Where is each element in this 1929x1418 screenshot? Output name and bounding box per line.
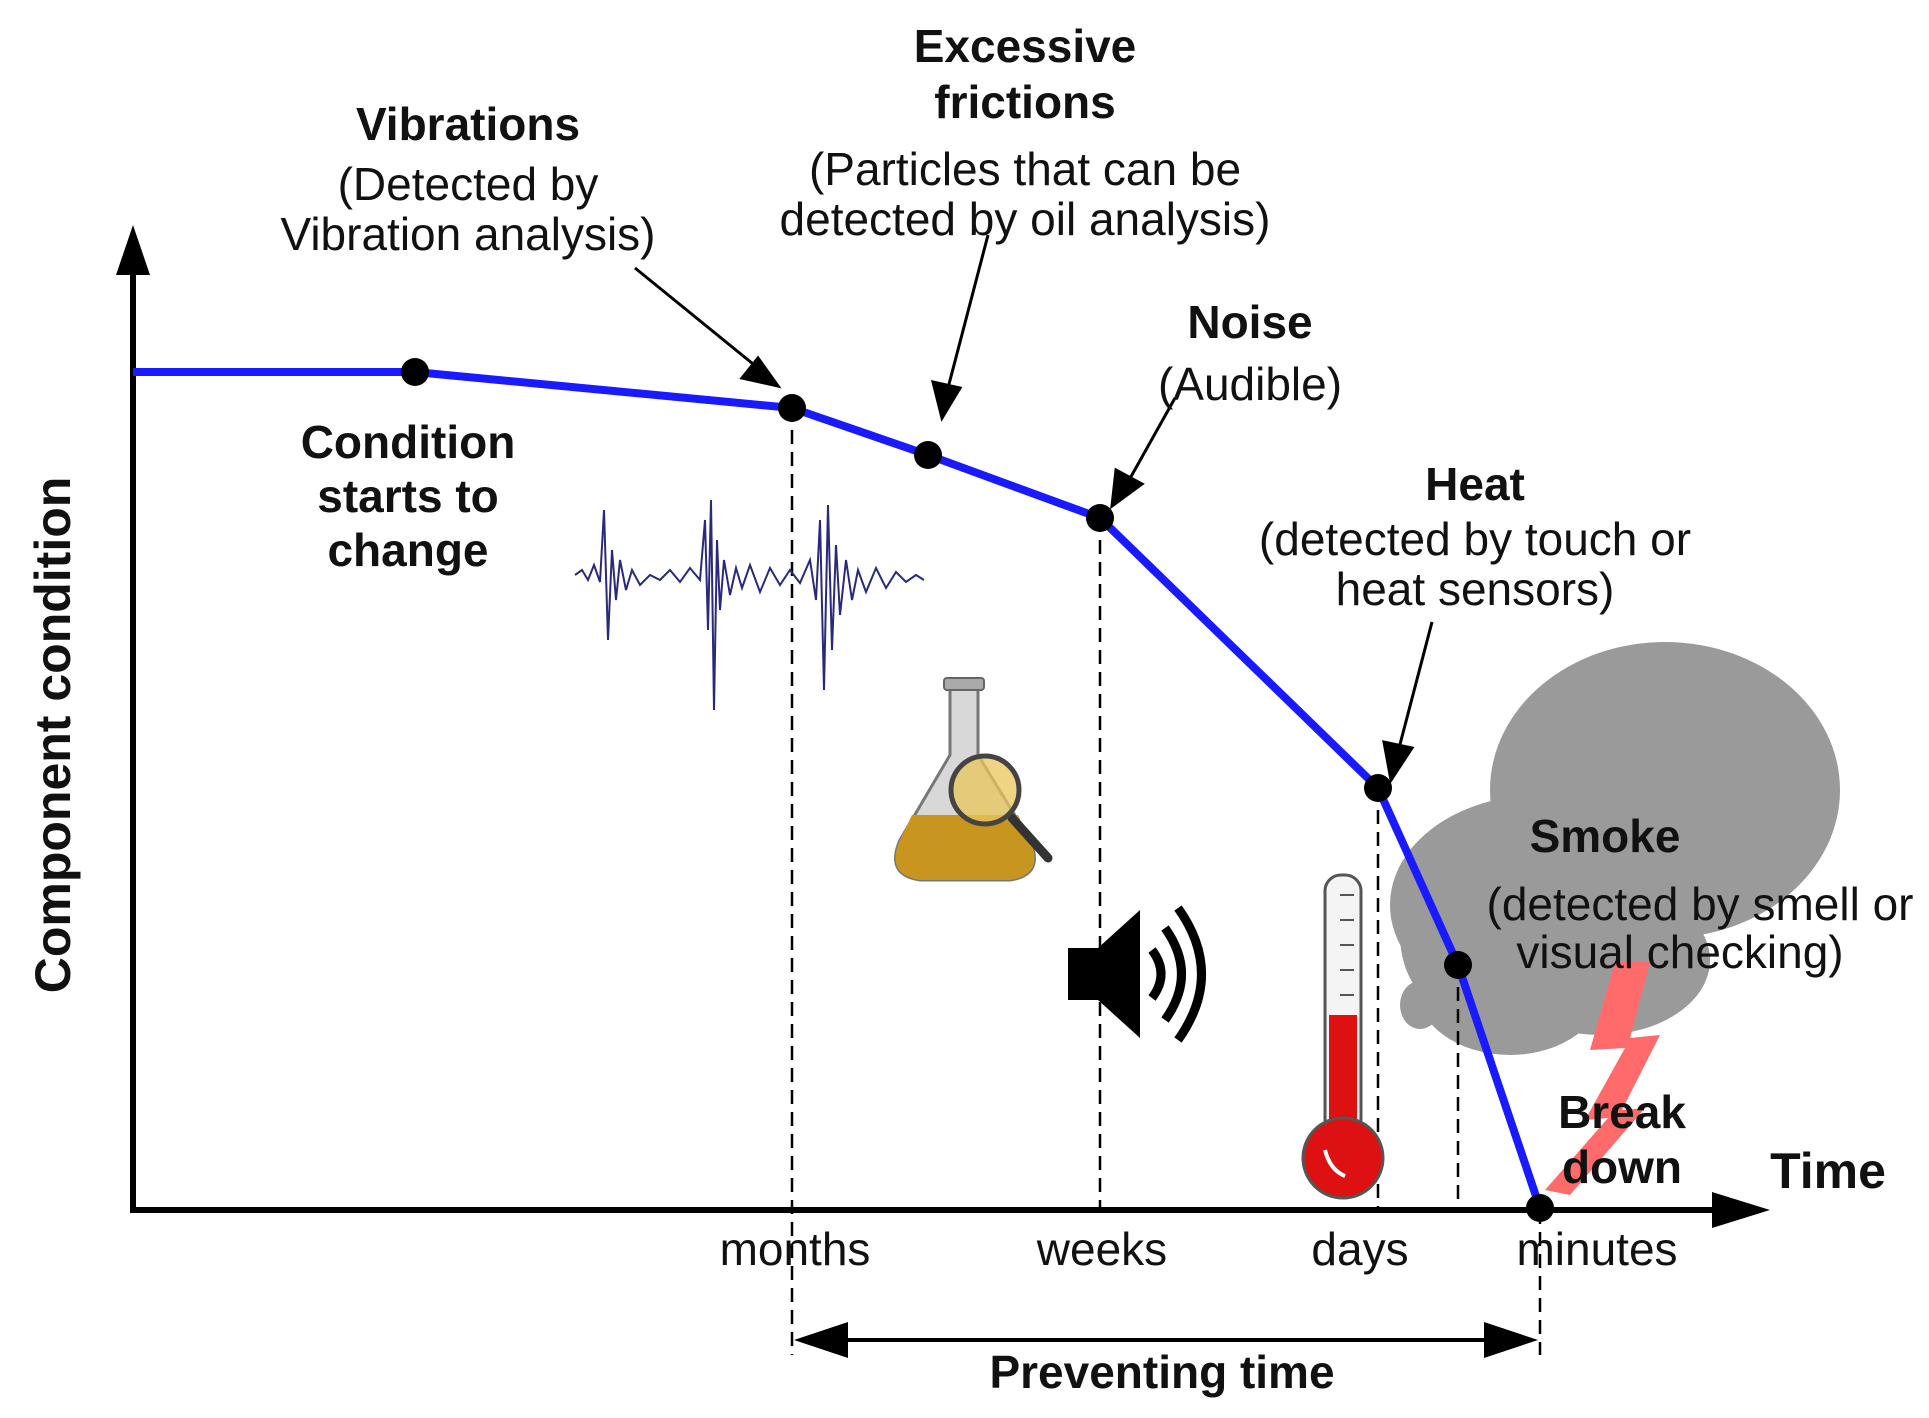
svg-text:heat sensors): heat sensors)	[1336, 563, 1615, 615]
dashed-guides	[790, 408, 1542, 1355]
svg-text:starts to: starts to	[317, 470, 498, 522]
y-axis-arrow	[116, 225, 150, 275]
svg-text:Heat: Heat	[1425, 458, 1525, 510]
tick-weeks: weeks	[1036, 1223, 1167, 1275]
point-smoke	[1444, 951, 1472, 979]
preventing-time-label: Preventing time	[989, 1346, 1334, 1398]
heat-label: Heat (detected by touch or heat sensors)	[1259, 458, 1691, 615]
oil-flask-magnifier-icon	[894, 677, 1053, 882]
breakdown-label: Break down	[1558, 1086, 1686, 1193]
point-heat	[1364, 774, 1392, 802]
svg-text:Excessive: Excessive	[914, 20, 1137, 72]
svg-text:Noise: Noise	[1187, 296, 1312, 348]
preventing-time-span	[794, 1322, 1538, 1358]
axes	[130, 270, 1720, 1213]
y-axis-label: Component condition	[25, 477, 81, 994]
point-noise	[1086, 504, 1114, 532]
point-condition-change	[401, 358, 429, 386]
x-axis-arrow	[1712, 1192, 1770, 1228]
svg-text:(Audible): (Audible)	[1158, 358, 1342, 410]
tick-minutes: minutes	[1516, 1223, 1677, 1275]
curve-points	[401, 358, 1554, 1222]
svg-text:Vibrations: Vibrations	[356, 98, 580, 150]
vibrations-label: Vibrations (Detected by Vibration analys…	[280, 98, 655, 260]
svg-text:(detected by smell or: (detected by smell or	[1487, 878, 1914, 930]
svg-text:visual checking): visual checking)	[1516, 926, 1843, 978]
frictions-label: Excessive frictions (Particles that can …	[780, 20, 1271, 245]
point-breakdown	[1526, 1194, 1554, 1222]
condition-curve	[133, 368, 1544, 1210]
point-vibrations	[778, 394, 806, 422]
svg-text:Break: Break	[1558, 1086, 1686, 1138]
svg-text:frictions: frictions	[934, 76, 1115, 128]
svg-text:change: change	[327, 524, 488, 576]
annotation-arrows	[634, 234, 1434, 784]
svg-text:(Detected by: (Detected by	[338, 158, 599, 210]
svg-text:detected by oil analysis): detected by oil analysis)	[780, 193, 1271, 245]
svg-text:(detected by touch or: (detected by touch or	[1259, 513, 1691, 565]
x-axis-label: Time	[1770, 1143, 1886, 1199]
smoke-cloud-icon	[1390, 642, 1840, 1055]
svg-text:Smoke: Smoke	[1530, 810, 1681, 862]
tick-months: months	[720, 1223, 871, 1275]
svg-text:Condition: Condition	[301, 416, 516, 468]
vibration-waveform-icon	[574, 499, 925, 711]
condition-label: Condition starts to change	[301, 416, 516, 576]
svg-text:down: down	[1562, 1141, 1682, 1193]
noise-label: Noise (Audible)	[1158, 296, 1342, 410]
smoke-label: Smoke (detected by smell or visual check…	[1487, 810, 1914, 978]
lightning-icon	[1545, 962, 1660, 1195]
svg-text:Vibration analysis): Vibration analysis)	[280, 208, 655, 260]
point-frictions	[914, 441, 942, 469]
svg-text:(Particles that can be: (Particles that can be	[809, 143, 1241, 195]
speaker-icon	[1068, 905, 1206, 1043]
tick-days: days	[1311, 1223, 1408, 1275]
thermometer-icon	[1301, 873, 1385, 1200]
